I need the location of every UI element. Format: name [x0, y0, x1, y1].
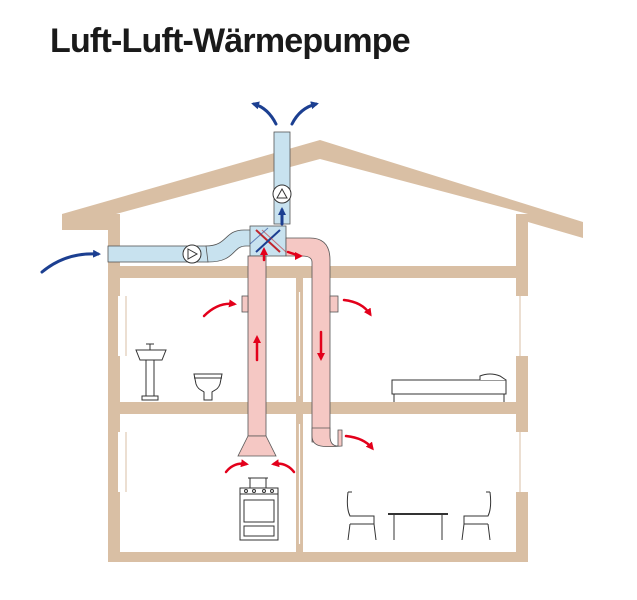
extractor-hood-icon [237, 435, 277, 457]
chair-icon [461, 491, 492, 541]
extract-inlet-upper [241, 295, 249, 313]
roof [62, 140, 583, 238]
supply-outlet-upper [329, 295, 339, 313]
sink-icon [135, 343, 167, 401]
partition-wall [296, 278, 303, 552]
inlet-arrow-upper [202, 299, 237, 318]
toilet-icon [193, 373, 223, 401]
chair-icon [346, 491, 377, 541]
exhaust-arrow-right [290, 101, 319, 126]
arrows-cold [40, 101, 319, 274]
right-wall [516, 214, 528, 562]
window-left-lower [118, 432, 134, 492]
fan-icon [182, 244, 202, 264]
outlet-arrow-upper [342, 298, 372, 317]
exchanger-to-supply-arrow [286, 250, 303, 259]
stove-icon [239, 477, 279, 541]
fan-icon [272, 184, 292, 204]
page-title: Luft-Luft-Wärmepumpe [50, 22, 411, 60]
table-icon [388, 513, 448, 540]
bed-icon [391, 373, 507, 402]
supply-duct [285, 237, 331, 443]
supply-outlet [311, 427, 343, 448]
window-right-lower [512, 432, 528, 492]
hood-arrow-left [224, 459, 249, 474]
house [62, 140, 583, 562]
window-right-upper [512, 296, 528, 356]
arrows-warm [202, 247, 374, 474]
left-wall [108, 214, 120, 562]
exhaust-arrow-left [251, 101, 278, 126]
furniture [135, 343, 507, 541]
intake-arrow [40, 249, 101, 274]
ground-slab [108, 552, 528, 562]
ducts [107, 131, 343, 457]
window-left-upper [118, 296, 134, 356]
outlet-arrow-lower [344, 434, 374, 451]
hood-arrow-right [271, 459, 296, 474]
